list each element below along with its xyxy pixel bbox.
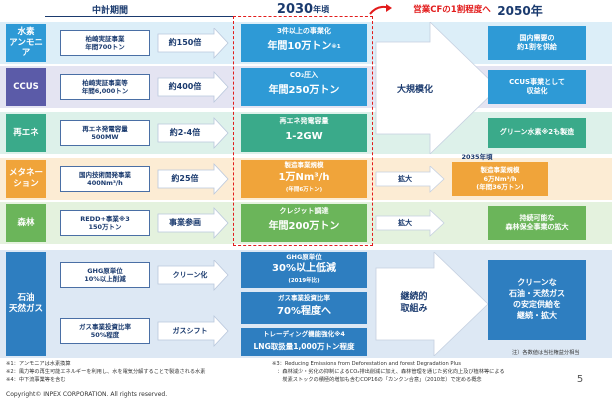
expand-arrows — [375, 166, 445, 237]
year-2035-label: 2035年頃 — [461, 153, 493, 161]
target-2030-hydrogen-sup: ※1 — [331, 43, 341, 50]
goal-2050-ccus: CCUS事業として 収益化 — [488, 70, 586, 104]
mid-term-header: 中計期間 — [91, 5, 128, 16]
target-2030-ccus: CO₂圧入 年間250万トン — [241, 68, 367, 106]
current-ghg-box: GHG原単位 10%以上削減 — [60, 262, 150, 288]
target-2030-year: 2030 — [276, 1, 314, 17]
multiplier-hydrogen: 約150倍 — [168, 38, 202, 48]
target-2030-hydrogen: 3件以上の事業化 年間10万トン※1 — [241, 24, 367, 62]
page-number: 5 — [576, 373, 584, 385]
row-label-methanation: メタネー ション — [6, 160, 46, 198]
red-arrow-icon — [369, 4, 392, 15]
target-2030-trading-line1: トレーディング機能強化※4 — [263, 329, 345, 338]
growth-arrows — [157, 28, 229, 240]
multiplier-renewable: 約2-4倍 — [169, 128, 201, 138]
continue-label: 継続的 取組み — [400, 292, 428, 314]
cf-note: 営業CFの1割程度へ — [413, 5, 491, 15]
footnote-4: ※4：中下流事業等を含む — [6, 377, 66, 383]
goal-2050-oil-gas: クリーンな 石油・天然ガス の安定供給を 継続・拡大 — [488, 260, 586, 340]
arrow-ccus — [157, 70, 229, 104]
target-2030-forest: クレジット調達 年間200万トン — [241, 204, 367, 242]
row-label-oil-gas: 石油 天然ガス — [6, 252, 46, 356]
target-2030-gas-line2: 70%程度へ — [277, 305, 331, 317]
arrow-renewable — [157, 116, 229, 150]
gas-action-label: ガスシフト — [172, 326, 208, 335]
target-2030-gas-line1: ガス事業投資比率 — [278, 293, 330, 302]
target-2030-methanation-line3: (年間6万トン) — [285, 187, 323, 194]
row-label-renewable: 再エネ — [6, 114, 46, 152]
target-2030-hydrogen-value: 年間10万トン — [267, 40, 332, 52]
expand-methanation-label: 拡大 — [398, 175, 412, 183]
goal-2035-methanation: 製造事業規模 6万Nm³/h (年間36万トン) — [452, 162, 548, 196]
ghg-action-label: クリーン化 — [172, 270, 208, 279]
oil-gas-arrows — [157, 260, 229, 348]
current-ccus-box: 柏崎実証事業等 年間6,000トン — [60, 74, 150, 100]
target-2030-ghg-line3: (2019年比) — [288, 278, 320, 285]
large-scale-arrow — [375, 22, 499, 154]
target-2030-methanation: 製造事業規模 1万Nm³/h (年間6万トン) — [241, 160, 367, 198]
current-renewable-box: 再エネ発電容量 500MW — [60, 120, 150, 146]
target-2030-ghg-line2: 30%以上低減 — [272, 263, 336, 275]
large-scale-label: 大規模化 — [396, 84, 433, 95]
row-label-forest: 森林 — [6, 204, 46, 242]
continue-arrow — [375, 252, 489, 356]
target-2030-ghg-line1: GHG原単位 — [286, 252, 322, 261]
row-label-ccus: CCUS — [6, 68, 46, 106]
arrow-methanation — [157, 162, 229, 196]
footnote-2: ※2：風力等の再生可能エネルギーを利用し、水を電気分解することで製造される水素 — [6, 369, 206, 375]
current-hydrogen-box: 柏崎実証事業 年間700トン — [60, 30, 150, 56]
target-2050-header: 2050年 — [497, 3, 543, 18]
multiplier-ccus: 約400倍 — [168, 82, 202, 92]
target-2030-ccus-line1: CO₂圧入 — [289, 70, 319, 79]
goal-2050-hydrogen: 国内需要の 約1割を供給 — [488, 26, 586, 60]
unit-note: 注）各数値は当社権益分相当 — [512, 350, 580, 356]
expand-forest-label: 拡大 — [398, 219, 412, 227]
footnote-3-body-2: 炭素ストックの積極的増加も含むCOP16の「カンクン合意」（2010年）で定める… — [272, 377, 482, 383]
target-2030-methanation-line1: 製造事業規模 — [284, 161, 324, 170]
target-2030-trading-line2: LNG取扱量1,000万トン程度 — [253, 342, 355, 352]
target-2030-hydrogen-line1: 3件以上の事業化 — [277, 26, 331, 35]
target-2030-suffix: 年頃 — [313, 4, 330, 14]
arrow-forest — [157, 206, 229, 240]
current-methanation-box: 国内技術開発事業 400Nm³/h — [60, 166, 150, 192]
footnote-3-body-1: ：森林減少・劣化の抑制によるCO₂排出削減に加え、森林管理を通じた劣化向上及び植… — [272, 369, 505, 375]
target-2030-renewable-line1: 再エネ発電容量 — [279, 116, 329, 125]
row-label-hydrogen: 水素 アンモニア — [6, 24, 46, 62]
target-2030-methanation-line2: 1万Nm³/h — [278, 172, 330, 184]
multiplier-forest: 事業参画 — [169, 218, 201, 228]
mid-term-divider — [45, 16, 235, 17]
target-2030-hydrogen-line2: 年間10万トン※1 — [241, 38, 367, 56]
target-2030-ghg: GHG原単位 30%以上低減 (2019年比) — [241, 252, 367, 288]
current-forest-box: REDD+事業※3 150万トン — [60, 210, 150, 236]
target-2030-forest-line1: クレジット調達 — [279, 206, 329, 215]
footnote-1: ※1：アンモニアは水素換算 — [6, 361, 71, 367]
target-2030-renewable-line2: 1-2GW — [285, 130, 323, 142]
goal-2050-renewable: グリーン水素※2も製造 — [488, 118, 586, 148]
multiplier-methanation: 約25倍 — [171, 174, 199, 184]
goal-2050-forest: 持続可能な 森林保全事業の拡大 — [488, 206, 586, 240]
target-2030-gas: ガス事業投資比率 70%程度へ — [241, 292, 367, 324]
target-2030-trading: トレーディング機能強化※4 LNG取扱量1,000万トン程度 — [241, 328, 367, 356]
cf-target-outline — [233, 16, 373, 246]
footnote-3-title: ※3：Reducing Emissions from Deforestation… — [272, 361, 461, 367]
target-2030-ccus-line2: 年間250万トン — [268, 84, 340, 96]
copyright: Copyright© INPEX CORPORATION. All rights… — [6, 391, 168, 398]
target-2030-forest-line2: 年間200万トン — [268, 220, 340, 232]
arrow-hydrogen — [157, 28, 229, 60]
target-2030-renewable: 再エネ発電容量 1-2GW — [241, 114, 367, 152]
current-gas-box: ガス事業投資比率 50%程度 — [60, 318, 150, 344]
